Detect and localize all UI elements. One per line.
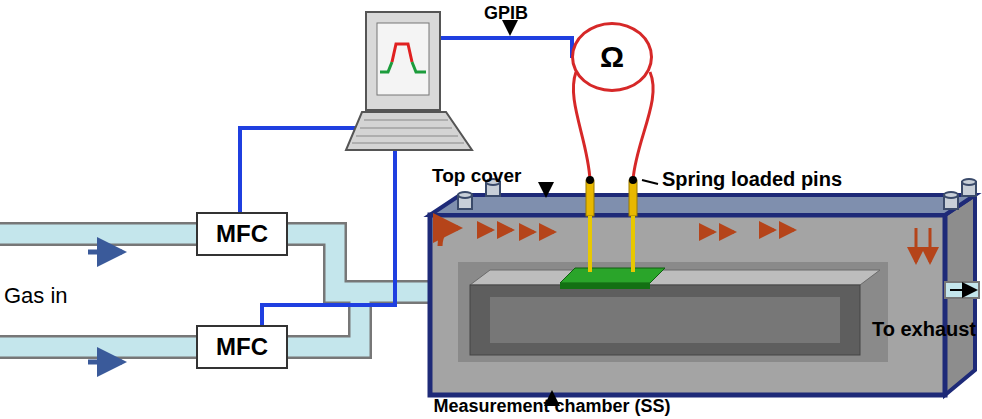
gpib-pointer — [509, 24, 511, 34]
spring-pins — [586, 176, 637, 272]
part-label: Spring loaded pins — [662, 168, 842, 190]
ohm-symbol: Ω — [600, 40, 624, 74]
pin-leader — [642, 180, 658, 184]
laptop-computer — [346, 12, 472, 150]
inlet-arrow — [88, 360, 122, 365]
bus-label: GPIB — [484, 4, 528, 24]
cover-pointer — [545, 186, 547, 196]
mfc-box: MFC — [196, 325, 288, 369]
mfc-box: MFC — [196, 212, 288, 256]
gas-flow-arrows — [440, 228, 930, 262]
part-label: Top cover — [432, 166, 521, 187]
inlet-arrow — [88, 250, 122, 255]
outlet-label: To exhaust — [872, 318, 976, 340]
ohmmeter-circle: Ω — [571, 22, 653, 92]
measurement-chamber — [430, 195, 975, 395]
part-label: Measurement chamber (SS) — [433, 397, 670, 417]
mfc-label: MFC — [216, 220, 268, 248]
inlet-label: Gas in — [4, 284, 68, 308]
exhaust-pipe — [945, 282, 979, 298]
mfc-label: MFC — [216, 333, 268, 361]
